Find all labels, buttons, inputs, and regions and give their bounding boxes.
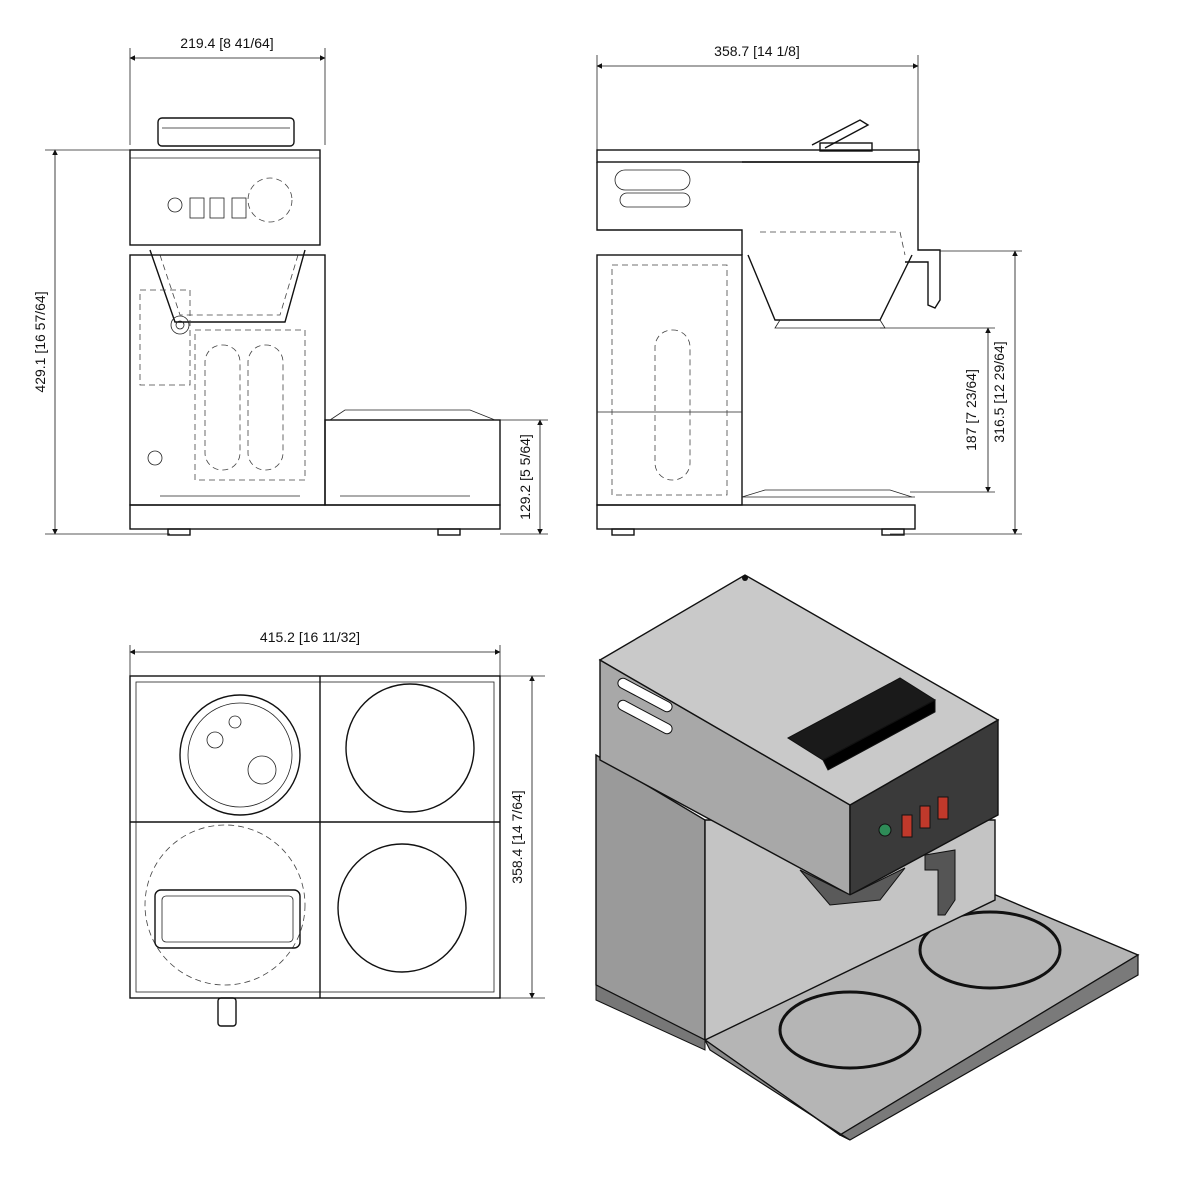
top-depth-label: 358.4 [14 7/64]	[509, 790, 525, 883]
side-spout-height-label: 187 [7 23/64]	[963, 369, 979, 451]
isometric-view	[595, 574, 1140, 1141]
top-view: 415.2 [16 11/32] 358.4 [14 7/64]	[129, 629, 545, 1027]
side-funnel-height-label: 316.5 [12 29/64]	[991, 341, 1007, 442]
side-view: 358.7 [14 1/8] 187 [7 23/64] 316.5 [12 2…	[596, 43, 1022, 536]
front-width-label: 219.4 [8 41/64]	[180, 35, 273, 51]
front-platform-height-label: 129.2 [5 5/64]	[517, 434, 533, 520]
front-view: 219.4 [8 41/64] 429.1 [16 57/64] 129.2 […	[32, 35, 548, 536]
top-width-label: 415.2 [16 11/32]	[260, 629, 360, 645]
front-height-label: 429.1 [16 57/64]	[32, 291, 48, 392]
side-width-label: 358.7 [14 1/8]	[714, 43, 800, 59]
